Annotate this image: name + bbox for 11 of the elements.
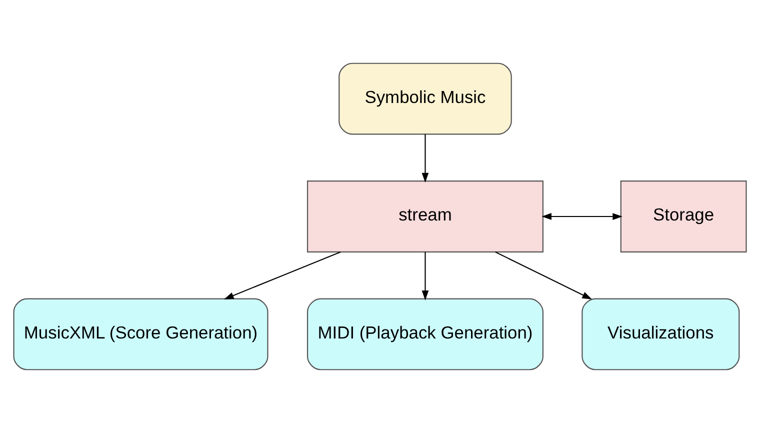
node-box: MIDI (Playback Generation) — [306, 298, 543, 370]
arrow — [223, 251, 340, 300]
arrow — [421, 134, 428, 183]
arrow — [421, 252, 428, 300]
node-box: Storage — [620, 180, 746, 252]
arrow — [494, 251, 592, 300]
node-box: stream — [306, 180, 543, 252]
node-box: Symbolic Music — [338, 62, 512, 135]
node-box: Visualizations — [581, 298, 740, 370]
node-box: MusicXML (Score Generation) — [12, 298, 268, 370]
arrow — [541, 213, 622, 220]
